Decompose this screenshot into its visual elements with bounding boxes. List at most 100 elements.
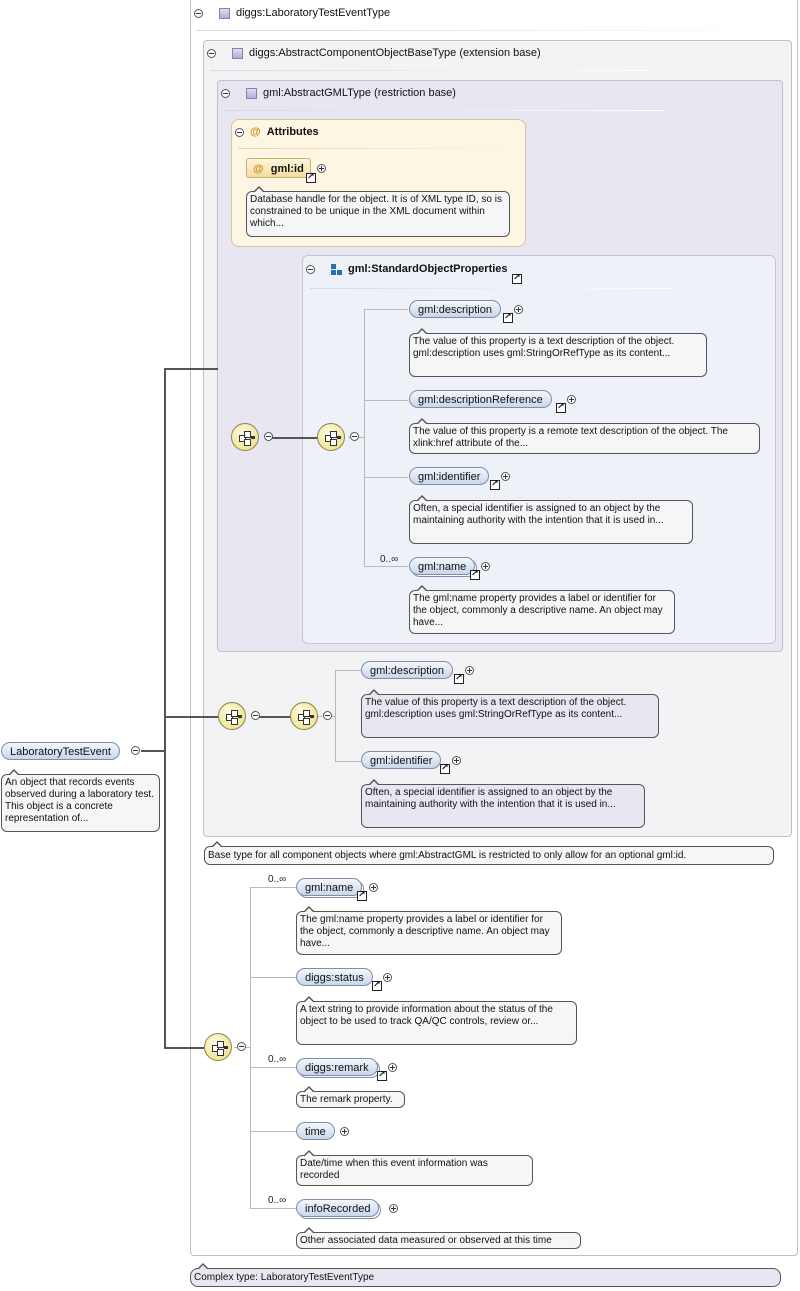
connector-line [364, 566, 408, 567]
collapse-icon[interactable] [194, 8, 203, 18]
sequence-compositor-icon[interactable] [317, 423, 345, 451]
collapse-icon[interactable] [323, 711, 332, 720]
connector-line [335, 670, 361, 671]
collapse-icon[interactable] [264, 432, 273, 441]
complex-type-icon [219, 7, 230, 19]
complex-type-footer: Complex type: LaboratoryTestEventType [190, 1263, 781, 1287]
collapse-icon[interactable] [235, 127, 244, 137]
element-doc: Date/time when this event information wa… [296, 1150, 533, 1186]
collapse-icon[interactable] [350, 432, 359, 441]
element-inforecorded[interactable]: infoRecorded [296, 1199, 380, 1217]
connector-line [141, 750, 166, 752]
element-diggs-status[interactable]: diggs:status [296, 968, 373, 986]
element-gml-name[interactable]: gml:name [296, 878, 363, 896]
connector-line [364, 400, 408, 401]
cardinality-label: 0..∞ [268, 874, 287, 885]
complex-type-title: diggs:LaboratoryTestEventType [236, 7, 391, 19]
element-doc: The value of this property is a text des… [409, 328, 707, 377]
root-doc: An object that records events observed d… [1, 769, 160, 832]
connector-line [335, 761, 361, 762]
element-doc: The remark property. [296, 1086, 405, 1108]
expand-icon[interactable] [383, 973, 392, 982]
element-doc: Other associated data measured or observ… [296, 1227, 581, 1249]
element-diggs-remark[interactable]: diggs:remark [296, 1058, 378, 1076]
connector-line [364, 309, 365, 566]
sequence-compositor-icon[interactable] [204, 1033, 232, 1061]
attribute-icon: @ [253, 163, 264, 175]
expand-icon[interactable] [317, 164, 326, 173]
expand-icon[interactable] [514, 305, 523, 314]
connector-line [250, 887, 251, 1208]
connector-line [335, 670, 336, 761]
collapse-icon[interactable] [306, 264, 315, 274]
reference-arrow-icon[interactable] [377, 1069, 387, 1081]
reference-arrow-icon[interactable] [512, 272, 522, 284]
divider [238, 148, 508, 149]
expand-icon[interactable] [369, 883, 378, 892]
reference-arrow-icon[interactable] [454, 672, 464, 684]
element-time[interactable]: time [296, 1122, 335, 1140]
reference-arrow-icon[interactable] [306, 171, 316, 183]
connector-line [164, 716, 218, 718]
attribute-gml-id[interactable]: @ gml:id [246, 158, 311, 178]
collapse-icon[interactable] [221, 88, 230, 98]
collapse-icon[interactable] [237, 1042, 246, 1051]
element-gml-name[interactable]: gml:name [409, 557, 476, 575]
sequence-compositor-icon[interactable] [231, 423, 259, 451]
complex-type-icon [232, 47, 243, 59]
reference-arrow-icon[interactable] [440, 762, 450, 774]
element-doc: The gml:name property provides a label o… [409, 585, 675, 634]
restriction-base-title: gml:AbstractGMLType (restriction base) [263, 87, 456, 99]
expand-icon[interactable] [465, 666, 474, 675]
expand-icon[interactable] [388, 1063, 397, 1072]
connector-line [164, 368, 166, 1048]
sequence-compositor-icon[interactable] [290, 702, 318, 730]
attribute-icon: @ [250, 126, 261, 138]
sequence-compositor-icon[interactable] [218, 702, 246, 730]
reference-arrow-icon[interactable] [490, 478, 500, 490]
expand-icon[interactable] [567, 395, 576, 404]
divider [310, 288, 670, 289]
element-gml-descriptionreference[interactable]: gml:descriptionReference [409, 390, 552, 408]
attribute-name: gml:id [270, 163, 304, 175]
element-gml-identifier[interactable]: gml:identifier [361, 751, 442, 769]
restriction-base-header: gml:AbstractGMLType (restriction base) [221, 87, 456, 99]
collapse-icon[interactable] [251, 711, 260, 720]
group-icon [331, 263, 342, 275]
element-doc: The value of this property is a text des… [361, 689, 659, 738]
element-gml-identifier[interactable]: gml:identifier [409, 467, 490, 485]
connector-line [250, 887, 296, 888]
reference-arrow-icon[interactable] [357, 889, 367, 901]
element-doc: The value of this property is a remote t… [409, 418, 760, 454]
root-element[interactable]: LaboratoryTestEvent [1, 742, 120, 760]
reference-arrow-icon[interactable] [470, 568, 480, 580]
expand-icon[interactable] [452, 756, 461, 765]
attributes-header: @ Attributes [235, 126, 319, 138]
reference-arrow-icon[interactable] [556, 401, 566, 413]
divider [224, 110, 664, 111]
cardinality-label: 0..∞ [268, 1054, 287, 1065]
element-doc: Often, a special identifier is assigned … [361, 779, 645, 828]
element-gml-description[interactable]: gml:description [361, 661, 453, 679]
connector-line [364, 477, 408, 478]
connector-line [164, 368, 218, 370]
element-doc: A text string to provide information abo… [296, 996, 577, 1045]
connector-line [164, 1047, 204, 1049]
connector-line [258, 716, 292, 718]
reference-arrow-icon[interactable] [503, 311, 513, 323]
cardinality-label: 0..∞ [380, 554, 399, 565]
collapse-icon[interactable] [131, 746, 140, 755]
reference-arrow-icon[interactable] [372, 979, 382, 991]
expand-icon[interactable] [481, 562, 490, 571]
cardinality-label: 0..∞ [268, 1195, 287, 1206]
expand-icon[interactable] [340, 1127, 349, 1136]
complex-type-icon [246, 87, 257, 99]
expand-icon[interactable] [389, 1204, 398, 1213]
attribute-doc: Database handle for the object. It is of… [246, 186, 510, 237]
element-doc: The gml:name property provides a label o… [296, 906, 562, 955]
connector-line [250, 977, 296, 978]
extension-base-title: diggs:AbstractComponentObjectBaseType (e… [249, 47, 541, 59]
expand-icon[interactable] [501, 472, 510, 481]
collapse-icon[interactable] [207, 48, 216, 58]
element-gml-description[interactable]: gml:description [409, 300, 501, 318]
